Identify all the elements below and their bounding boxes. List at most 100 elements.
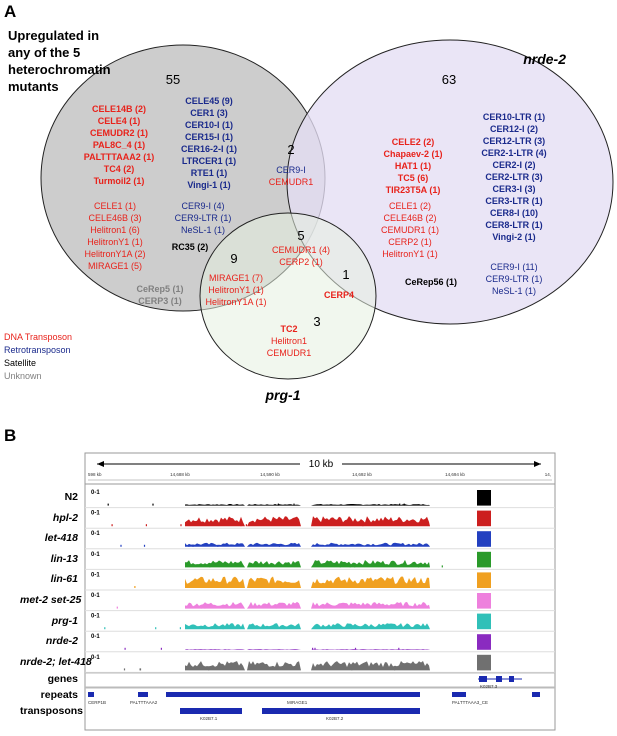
region-prg-only: 3 TC2 Helitron1 CEMUDR1 bbox=[267, 314, 321, 358]
region-count: 55 bbox=[166, 72, 180, 87]
coverage-blip bbox=[441, 565, 443, 568]
svg-text:Retrotransposon: Retrotransposon bbox=[4, 345, 71, 355]
svg-text:10 kb: 10 kb bbox=[309, 459, 334, 470]
svg-text:CER9-LTR (1): CER9-LTR (1) bbox=[175, 213, 232, 223]
svg-text:Satellite: Satellite bbox=[4, 358, 36, 368]
coverage-blip bbox=[134, 586, 136, 588]
svg-text:CEMUDR1: CEMUDR1 bbox=[267, 348, 312, 358]
svg-text:14,692 kb: 14,692 kb bbox=[352, 472, 372, 477]
track-label: met-2 set-25 bbox=[20, 594, 82, 606]
coverage-blip bbox=[240, 524, 242, 527]
track-label: N2 bbox=[64, 491, 78, 503]
svg-text:14,688 kb: 14,688 kb bbox=[170, 472, 190, 477]
svg-text:CER2-1-LTR (4): CER2-1-LTR (4) bbox=[481, 148, 546, 158]
track-range: 0-1 bbox=[91, 614, 100, 620]
coverage-blip bbox=[296, 606, 298, 609]
coverage-track: 0-1 bbox=[85, 634, 555, 653]
track-label: nrde-2 bbox=[45, 635, 78, 648]
track-range: 0-1 bbox=[91, 634, 100, 640]
track-label-genes: genes bbox=[47, 673, 78, 685]
svg-text:14,694 kb: 14,694 kb bbox=[445, 472, 465, 477]
svg-text:CELE46B (2): CELE46B (2) bbox=[383, 213, 436, 223]
coverage-area bbox=[185, 661, 430, 671]
coverage-area bbox=[185, 576, 430, 588]
svg-text:CER16-2-I (1): CER16-2-I (1) bbox=[181, 144, 237, 154]
svg-text:HelitronY1 (1): HelitronY1 (1) bbox=[382, 249, 438, 259]
coverage-blip bbox=[398, 647, 400, 650]
svg-text:CELE45 (9): CELE45 (9) bbox=[185, 96, 233, 106]
svg-text:CELE4 (1): CELE4 (1) bbox=[98, 116, 141, 126]
coverage-blip bbox=[124, 647, 126, 650]
svg-text:CER8-LTR (1): CER8-LTR (1) bbox=[485, 220, 542, 230]
track-label: nrde-2; let-418 bbox=[20, 655, 92, 668]
coverage-blip bbox=[362, 524, 364, 527]
svg-text:CER8-I (10): CER8-I (10) bbox=[490, 208, 538, 218]
svg-text:Vingi-2 (1): Vingi-2 (1) bbox=[492, 232, 535, 242]
svg-text:CERP1B: CERP1B bbox=[88, 700, 106, 705]
coverage-peak bbox=[477, 654, 491, 671]
svg-text:CELE1 (1): CELE1 (1) bbox=[94, 201, 136, 211]
coverage-blip bbox=[343, 586, 345, 588]
coverage-area bbox=[185, 601, 430, 609]
coverage-blip bbox=[277, 503, 279, 506]
coverage-blip bbox=[245, 524, 247, 527]
svg-text:DNA Transposon: DNA Transposon bbox=[4, 332, 72, 342]
svg-text:CER12-I (2): CER12-I (2) bbox=[490, 124, 538, 134]
coverage-peak bbox=[477, 531, 491, 547]
svg-text:CER9-I (4): CER9-I (4) bbox=[181, 201, 224, 211]
coverage-blip bbox=[417, 565, 420, 568]
svg-text:heterochromatin: heterochromatin bbox=[8, 62, 111, 77]
legend: DNA Transposon Retrotransposon Satellite… bbox=[4, 332, 72, 381]
coverage-blip bbox=[188, 544, 190, 547]
svg-text:CELE14B (2): CELE14B (2) bbox=[92, 104, 146, 114]
repeats-track: CERP1B PALTTTAAA2 MIRAGE1 PALTTTAAA3_CE bbox=[88, 692, 540, 705]
region-count: 63 bbox=[442, 72, 456, 87]
svg-text:Vingi-1 (1): Vingi-1 (1) bbox=[187, 180, 230, 190]
set-label-nrde2: nrde-2 bbox=[523, 51, 566, 67]
coverage-area bbox=[185, 649, 430, 650]
coverage-track: 0-1 bbox=[85, 593, 555, 612]
svg-text:PALTTTAAA2 (1): PALTTTAAA2 (1) bbox=[84, 152, 155, 162]
track-range: 0-1 bbox=[91, 490, 100, 496]
browser-frame bbox=[84, 452, 556, 731]
coverage-track: 0-1 bbox=[85, 613, 555, 632]
svg-text:TC2: TC2 bbox=[280, 324, 297, 334]
svg-text:CER3-LTR (1): CER3-LTR (1) bbox=[485, 196, 542, 206]
svg-text:RC35 (2): RC35 (2) bbox=[172, 242, 209, 252]
coverage-blip bbox=[314, 647, 316, 650]
track-range: 0-1 bbox=[91, 593, 100, 599]
coverage-peak bbox=[477, 593, 491, 609]
panel-a-label: A bbox=[4, 2, 16, 21]
coverage-track: 0-1 bbox=[85, 531, 555, 550]
coverage-blip bbox=[217, 544, 219, 547]
svg-text:K02B7.3: K02B7.3 bbox=[480, 684, 498, 689]
gene-track: K02B7.3 bbox=[478, 676, 522, 689]
svg-text:CEMUDR1 (4): CEMUDR1 (4) bbox=[272, 245, 330, 255]
region-nrde-only: 63 CELE2 (2) Chapaev-2 (1) HAT1 (1) TC5 … bbox=[381, 72, 547, 296]
track-label: hpl-2 bbox=[52, 511, 78, 524]
coverage-peak bbox=[477, 634, 491, 650]
svg-text:CERP3 (1): CERP3 (1) bbox=[138, 296, 182, 306]
coverage-blip bbox=[180, 524, 182, 527]
svg-text:K02B7.1: K02B7.1 bbox=[200, 716, 218, 721]
track-range: 0-1 bbox=[91, 511, 100, 517]
coverage-track: 0-1 bbox=[85, 572, 555, 591]
svg-text:Upregulated in: Upregulated in bbox=[8, 28, 99, 43]
coverage-tracks: 0-10-10-10-10-10-10-10-10-1 bbox=[85, 490, 555, 673]
svg-text:TC5 (6): TC5 (6) bbox=[398, 173, 429, 183]
coverage-blip bbox=[143, 544, 146, 547]
scale-bar: 10 kb bbox=[97, 457, 541, 470]
coverage-blip bbox=[339, 565, 341, 568]
coverage-blip bbox=[107, 503, 109, 506]
coverage-blip bbox=[222, 627, 224, 630]
svg-text:14,590 kb: 14,590 kb bbox=[260, 472, 280, 477]
svg-text:CER2-LTR (3): CER2-LTR (3) bbox=[485, 172, 542, 182]
svg-text:MIRAGE1 (7): MIRAGE1 (7) bbox=[209, 273, 263, 283]
venn-heading: Upregulated in any of the 5 heterochroma… bbox=[8, 28, 111, 94]
coverage-track: 0-1 bbox=[85, 551, 555, 570]
set-label-prg1: prg-1 bbox=[265, 387, 301, 403]
svg-text:Chapaev-2 (1): Chapaev-2 (1) bbox=[383, 149, 442, 159]
coverage-blip bbox=[204, 606, 206, 609]
svg-text:MIRAGE1 (5): MIRAGE1 (5) bbox=[88, 261, 142, 271]
